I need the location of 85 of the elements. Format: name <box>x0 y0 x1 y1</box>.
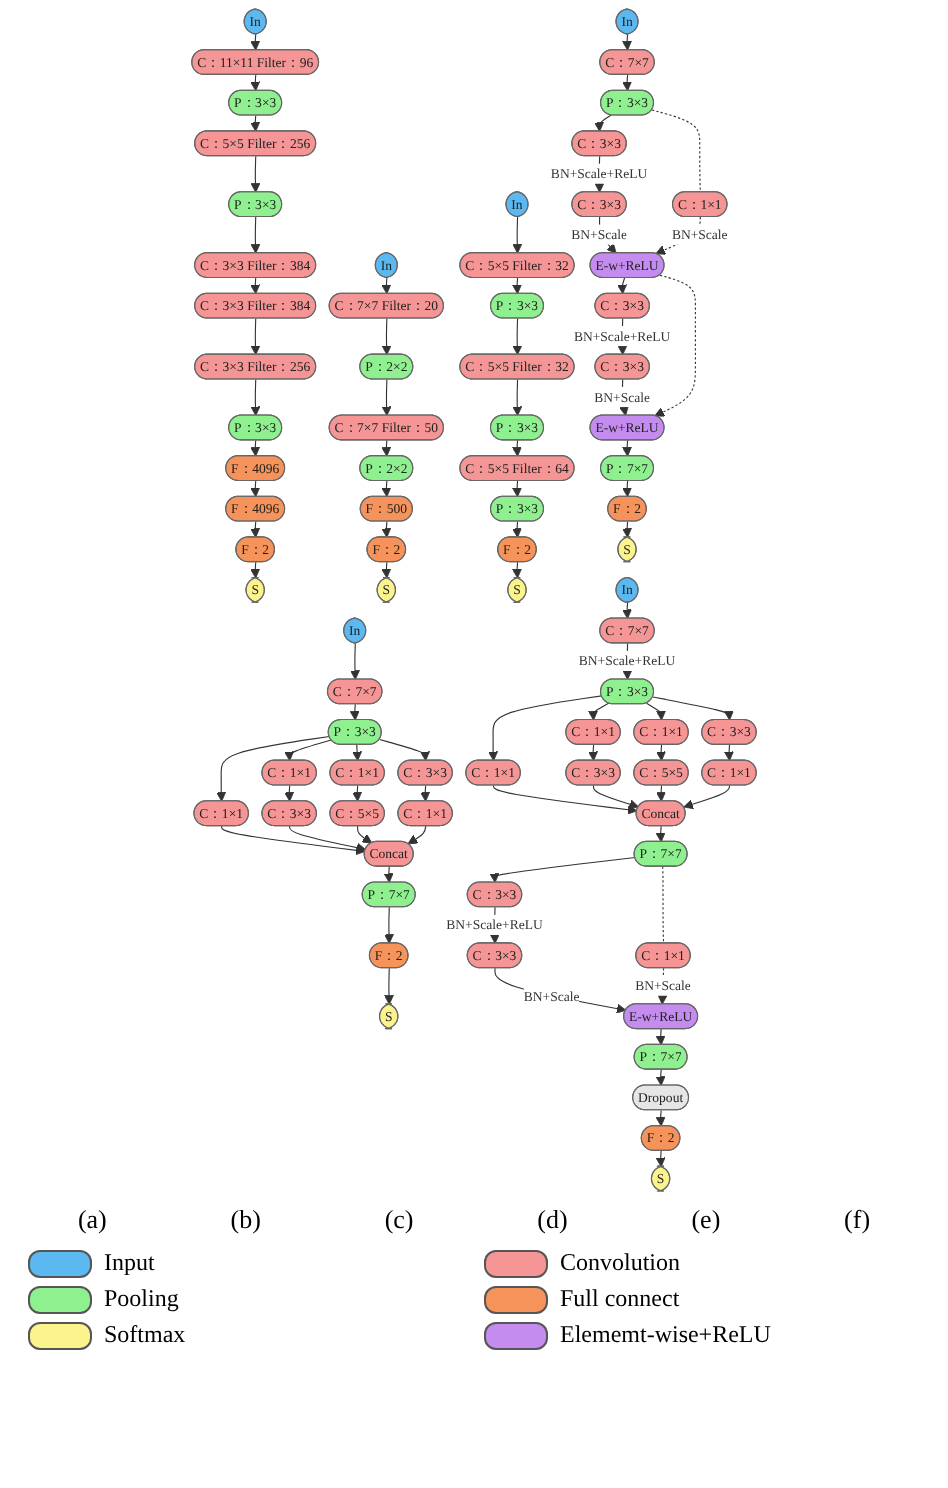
arrow <box>381 480 392 498</box>
arrow <box>407 825 427 845</box>
legend-label: Input <box>104 1248 155 1278</box>
legend-label: Pooling <box>104 1284 179 1314</box>
arrow <box>420 784 430 802</box>
arrow <box>512 277 522 295</box>
legend-label: Convolution <box>560 1248 681 1278</box>
arrow <box>512 521 522 538</box>
arrow <box>250 115 261 132</box>
arrow <box>216 735 330 802</box>
arrow <box>492 784 638 815</box>
arrow <box>284 784 295 802</box>
arrow <box>488 695 603 762</box>
panel-label: (b) <box>230 1204 261 1236</box>
arrow <box>349 703 360 721</box>
arrow <box>494 967 627 1014</box>
arrow <box>652 696 734 721</box>
arrow <box>250 74 261 92</box>
arrow <box>383 866 394 883</box>
arrow <box>384 967 394 1005</box>
arrow <box>622 480 632 498</box>
arrow <box>250 33 261 51</box>
arrow <box>489 856 636 883</box>
arrow <box>381 561 392 579</box>
arrow <box>250 318 261 356</box>
legend-label: Softmax <box>104 1320 186 1350</box>
panel-label: (f) <box>844 1204 871 1236</box>
arrow <box>656 744 666 762</box>
arrow <box>289 825 367 853</box>
arrow <box>250 561 261 579</box>
arrow <box>384 906 394 944</box>
arrow <box>655 1109 666 1127</box>
arrow <box>622 74 632 92</box>
arrow <box>622 33 632 51</box>
arrow <box>588 702 610 721</box>
arrow <box>250 216 261 254</box>
arrow <box>221 825 366 856</box>
arrow <box>512 318 523 356</box>
arrow <box>381 439 392 457</box>
arrow <box>512 480 522 498</box>
legend-label: Elememt-wise+ReLU <box>560 1320 771 1350</box>
arrow <box>656 784 666 802</box>
arrow <box>356 825 373 844</box>
arrow <box>352 784 363 802</box>
arrow <box>381 378 392 417</box>
arrow <box>594 114 612 132</box>
arrow <box>654 274 696 417</box>
arrow <box>512 439 522 457</box>
arrow <box>250 378 261 417</box>
arrow <box>622 521 632 538</box>
panel-label: (c) <box>384 1204 414 1236</box>
connector <box>651 109 701 193</box>
arrow <box>250 521 261 538</box>
arrow <box>655 1150 666 1168</box>
arrow <box>250 439 261 457</box>
legend-label: Full connect <box>560 1284 680 1314</box>
arrow <box>250 155 261 193</box>
arrow <box>379 738 430 762</box>
arrow <box>381 318 392 356</box>
arrow <box>724 744 734 762</box>
arrow <box>655 1028 666 1046</box>
arrow <box>655 1069 666 1086</box>
connector <box>662 866 665 944</box>
arrow <box>381 521 392 538</box>
arrow <box>592 784 640 810</box>
arrow <box>350 642 360 680</box>
arrow <box>284 739 332 762</box>
arrow <box>617 277 628 295</box>
arrow <box>352 744 363 762</box>
arrow <box>250 277 261 295</box>
panel-label: (d) <box>537 1204 568 1236</box>
arrow <box>381 277 392 295</box>
panel-label: (a) <box>77 1204 107 1236</box>
arrow <box>622 439 632 457</box>
arrow <box>657 967 668 1005</box>
arrow <box>646 702 666 721</box>
arrow <box>588 744 598 762</box>
arrow <box>250 480 261 498</box>
arrow <box>512 378 523 417</box>
arrow <box>655 825 666 843</box>
arrow <box>622 602 632 620</box>
arrow <box>683 784 731 810</box>
arrow <box>512 561 522 579</box>
arrow <box>512 216 523 254</box>
panel-label: (e) <box>691 1204 721 1236</box>
